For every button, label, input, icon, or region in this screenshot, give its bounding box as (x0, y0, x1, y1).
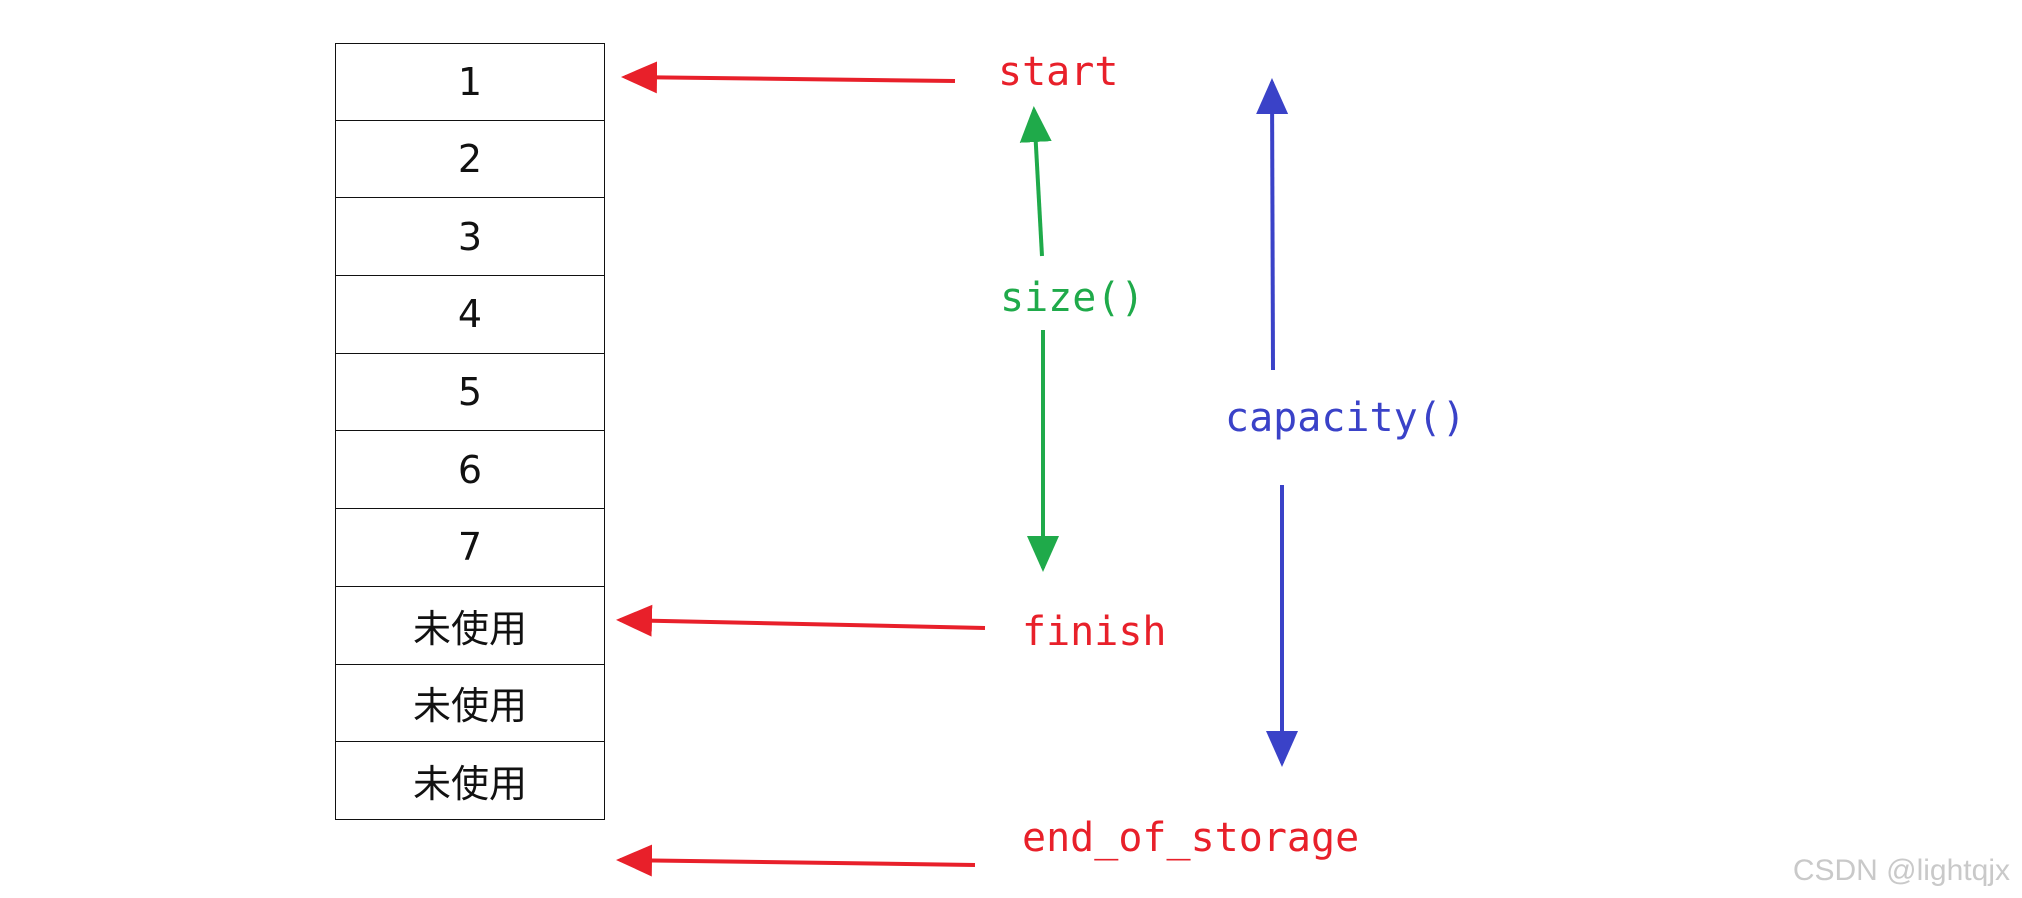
memory-cell: 5 (335, 353, 605, 432)
memory-cell: 2 (335, 120, 605, 199)
memory-cell: 3 (335, 198, 605, 277)
start-label: start (998, 49, 1119, 95)
size-label: size() (1000, 275, 1145, 321)
memory-cell: 1 (335, 43, 605, 121)
memory-cell: 7 (335, 509, 605, 587)
size-up-arrow (1019, 106, 1052, 257)
memory-cell: 6 (335, 431, 605, 510)
finish-pointer-arrow (616, 604, 986, 637)
memory-cells: 1 2 3 4 5 6 7 未使用 未使用 未使用 (335, 43, 605, 820)
finish-label: finish (1022, 609, 1167, 655)
watermark: CSDN @lightqjx (1792, 854, 2010, 887)
capacity-label: capacity() (1225, 395, 1466, 441)
memory-cell-unused: 未使用 (335, 586, 605, 665)
end-of-storage-label: end_of_storage (1022, 815, 1360, 861)
memory-cell-unused: 未使用 (335, 742, 605, 820)
memory-cell: 4 (335, 276, 605, 354)
end-of-storage-pointer-arrow (616, 844, 976, 877)
start-pointer-arrow (621, 61, 956, 94)
memory-cell-unused: 未使用 (335, 664, 605, 743)
capacity-up-arrow (1256, 78, 1289, 371)
